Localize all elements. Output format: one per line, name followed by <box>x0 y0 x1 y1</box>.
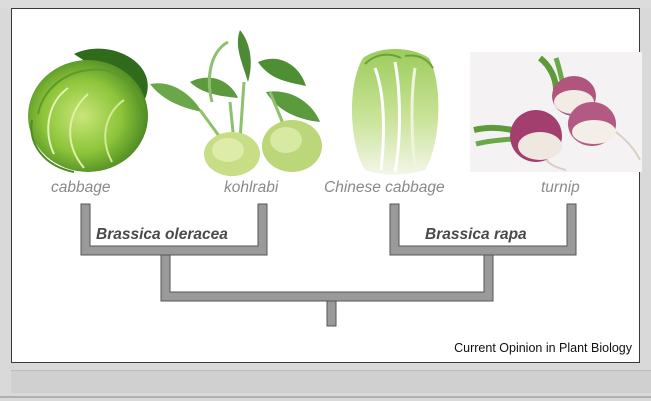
bottom-rule <box>0 396 651 398</box>
bottom-band <box>11 370 651 393</box>
journal-credit: Current Opinion in Plant Biology <box>454 341 632 355</box>
species-label-brassica-oleracea: Brassica oleracea <box>96 226 228 244</box>
species-label-brassica-rapa: Brassica rapa <box>425 226 527 244</box>
root-stem <box>327 301 336 326</box>
root-bracket <box>161 255 493 301</box>
